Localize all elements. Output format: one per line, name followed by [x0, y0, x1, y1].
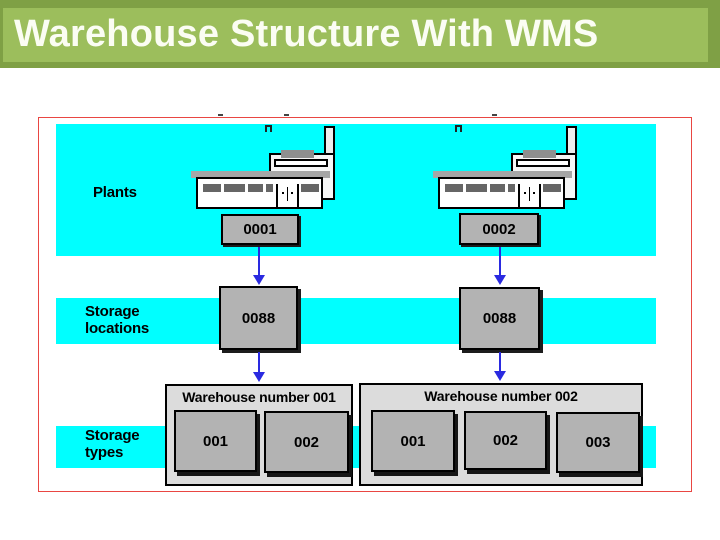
factory-door	[518, 184, 541, 207]
factory-window-slot	[274, 159, 328, 167]
factory-window	[490, 184, 505, 192]
plant-code-box-0002: 0002	[459, 213, 539, 245]
factory-door-handle	[524, 192, 526, 194]
storage-location-box-1: 0088	[219, 286, 298, 350]
storage-type-box: 001	[174, 410, 257, 472]
crop-artifact	[284, 114, 289, 116]
storage-types-row-label: Storage types	[85, 427, 140, 461]
storage-type-box: 002	[464, 411, 547, 470]
warehouse-002-title: Warehouse number 002	[424, 388, 578, 404]
factory-window	[203, 184, 221, 192]
factory-icon	[189, 124, 337, 210]
factory-roof-cap	[523, 150, 556, 158]
arrow-plant1-to-location	[253, 247, 265, 285]
plant-code-box-0001: 0001	[221, 214, 299, 245]
factory-main-building	[196, 177, 323, 209]
crop-artifact	[455, 125, 462, 132]
plants-row-label: Plants	[93, 184, 137, 201]
factory-window	[266, 184, 273, 192]
arrow-shaft	[258, 247, 260, 275]
storage-type-box: 001	[371, 410, 455, 472]
arrow-head-icon	[253, 372, 265, 382]
factory-door-split	[529, 187, 530, 201]
slide-title: Warehouse Structure With WMS	[14, 13, 599, 55]
factory-window	[445, 184, 463, 192]
storage-type-box: 003	[556, 412, 640, 473]
factory-roof-cap	[281, 150, 314, 158]
crop-artifact	[492, 114, 497, 116]
factory-window	[543, 184, 561, 192]
factory-window	[466, 184, 487, 192]
factory-window-slot	[516, 159, 570, 167]
factory-door-handle	[533, 192, 535, 194]
factory-window	[248, 184, 263, 192]
arrow-location2-to-warehouse	[494, 352, 506, 381]
factory-window	[508, 184, 515, 192]
factory-main-building	[438, 177, 565, 209]
factory-door	[276, 184, 299, 207]
storage-locations-row-label: Storage locations	[85, 303, 150, 337]
arrow-plant2-to-location	[494, 247, 506, 285]
factory-roof-bar	[191, 171, 330, 178]
arrow-shaft	[499, 247, 501, 275]
storage-location-box-2: 0088	[459, 287, 540, 350]
factory-door-handle	[282, 192, 284, 194]
factory-icon	[431, 124, 579, 210]
arrow-shaft	[499, 352, 501, 371]
storage-type-box: 002	[264, 411, 349, 473]
storage-locations-band	[56, 298, 656, 344]
arrow-location1-to-warehouse	[253, 352, 265, 382]
arrow-head-icon	[494, 275, 506, 285]
factory-door-split	[287, 187, 288, 201]
warehouse-001-container: Warehouse number 001 001 002	[165, 384, 353, 486]
arrow-head-icon	[253, 275, 265, 285]
factory-roof-bar	[433, 171, 572, 178]
crop-artifact	[218, 114, 223, 116]
factory-door-handle	[291, 192, 293, 194]
arrow-shaft	[258, 352, 260, 372]
factory-window	[301, 184, 319, 192]
arrow-head-icon	[494, 371, 506, 381]
title-banner: Warehouse Structure With WMS	[0, 0, 720, 68]
diagram-frame: Plants Storage locations Storage types	[38, 117, 692, 492]
warehouse-002-container: Warehouse number 002 001 002 003	[359, 383, 643, 486]
warehouse-001-title: Warehouse number 001	[182, 389, 336, 405]
factory-window	[224, 184, 245, 192]
crop-artifact	[265, 125, 272, 132]
